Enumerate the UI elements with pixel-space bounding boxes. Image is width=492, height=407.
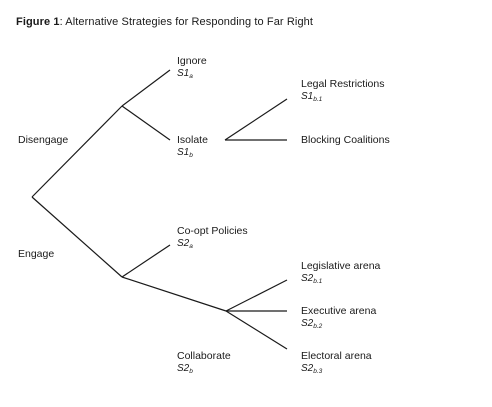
node-ignore-label: Ignore	[177, 55, 207, 67]
node-electoral-label: Electoral arena	[301, 350, 372, 362]
node-legal-code: S1b.1	[301, 91, 323, 103]
figure-label: Figure 1	[16, 16, 60, 28]
node-coopt-label: Co-opt Policies	[177, 225, 248, 237]
node-electoral-code: S2b.3	[301, 363, 323, 375]
node-legal-label: Legal Restrictions	[301, 78, 385, 90]
node-collaborate-code: S2b	[177, 363, 193, 375]
edge-disengage-ignore	[121, 69, 171, 107]
edge-disengage-isolate	[121, 105, 171, 141]
edge-engage-coopt	[121, 244, 171, 278]
figure-caption: Figure 1: Alternative Strategies for Res…	[16, 16, 313, 28]
edge-root-disengage	[31, 105, 123, 198]
node-legislative-code: S2b.1	[301, 273, 323, 285]
edge-collaborate-electoral	[225, 310, 288, 350]
node-legislative-label: Legislative arena	[301, 260, 381, 272]
node-isolate-code: S1b	[177, 147, 193, 159]
edge-root-engage	[31, 196, 123, 278]
node-collaborate-label: Collaborate	[177, 350, 231, 362]
node-executive-code: S2b.2	[301, 318, 323, 330]
edge-collaborate-legislative	[225, 279, 288, 312]
edge-isolate-split	[224, 98, 288, 141]
node-coopt-code: S2a	[177, 238, 193, 250]
figure-title: : Alternative Strategies for Responding …	[59, 16, 314, 28]
branch-engage: Engage	[18, 248, 55, 260]
node-isolate-label: Isolate	[177, 134, 208, 146]
node-ignore-code: S1a	[177, 68, 193, 80]
branch-disengage: Disengage	[18, 134, 69, 146]
node-blocking-label: Blocking Coalitions	[301, 134, 390, 146]
node-executive-label: Executive arena	[301, 305, 377, 317]
edge-engage-collaborate	[121, 276, 227, 312]
